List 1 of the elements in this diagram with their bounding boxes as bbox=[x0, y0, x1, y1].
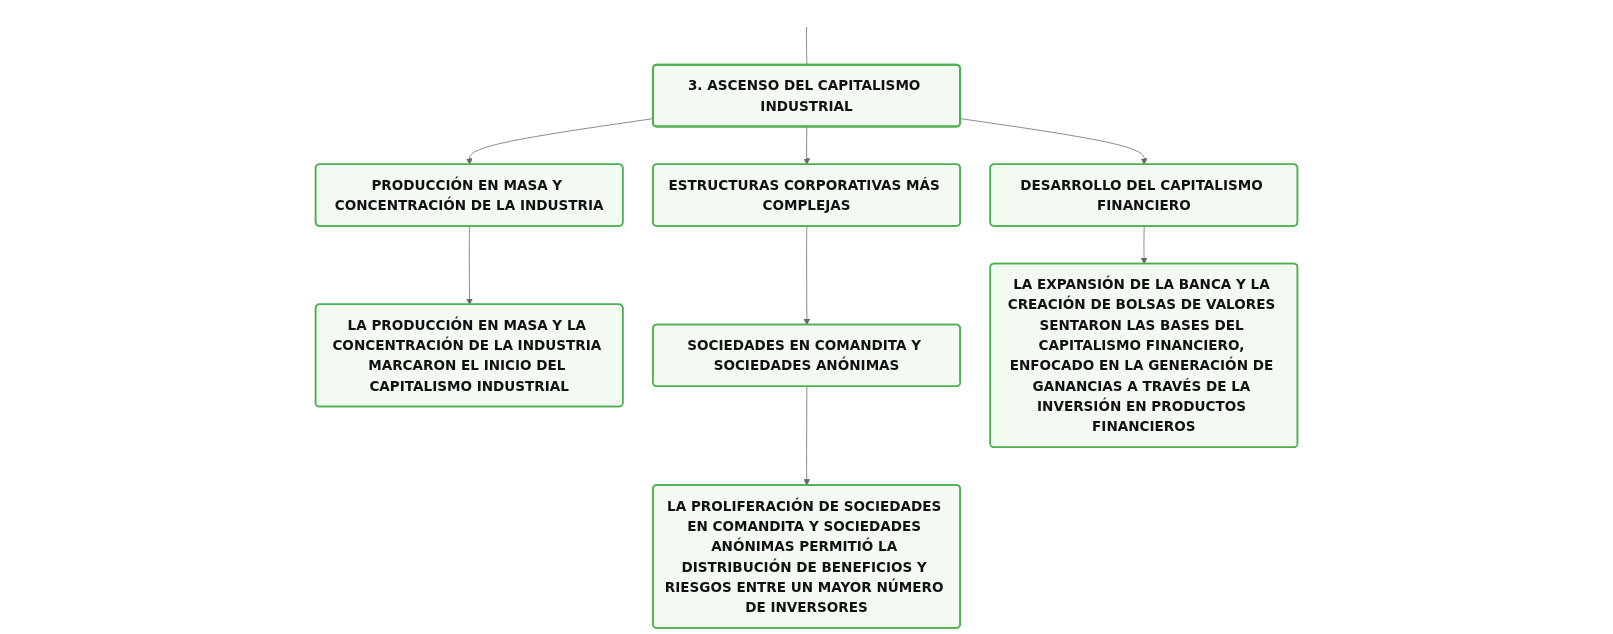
connector bbox=[806, 26, 808, 66]
